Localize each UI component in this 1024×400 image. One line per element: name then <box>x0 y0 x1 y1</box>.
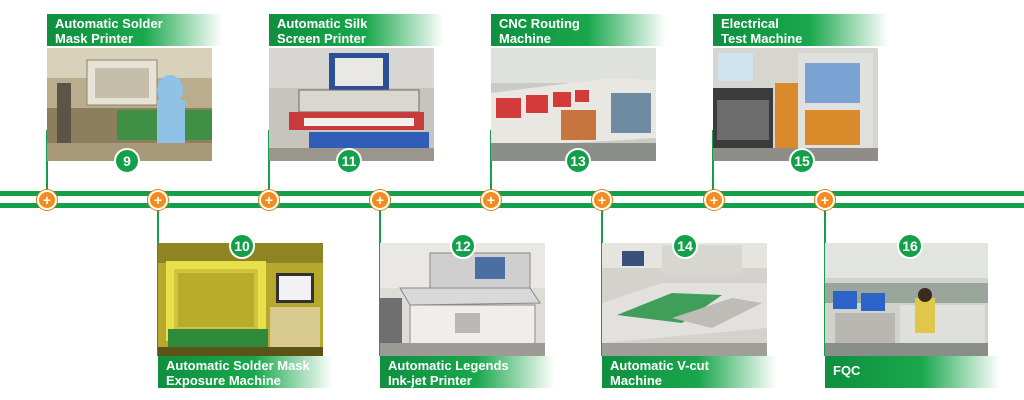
timeline-node-plus-icon: + <box>704 190 724 210</box>
step-photo <box>158 243 323 356</box>
step-number-badge: 10 <box>229 233 255 259</box>
step-photo <box>491 48 656 161</box>
step-card-13: CNC Routing Machine 13 <box>491 14 666 174</box>
step-card-14: 14 Automatic V-cut Machine <box>602 233 777 393</box>
step-card-11: Automatic Silk Screen Printer 11 <box>269 14 444 174</box>
step-title: Automatic Solder Mask Exposure Machine <box>158 356 333 388</box>
step-number-badge: 9 <box>114 148 140 174</box>
step-photo <box>269 48 434 161</box>
step-photo <box>825 243 988 356</box>
step-title: CNC Routing Machine <box>491 14 666 46</box>
step-title-line2: Machine <box>499 31 552 46</box>
step-title-line1: FQC <box>833 363 861 378</box>
stem-9 <box>46 130 48 192</box>
step-title-line2: Mask Printer <box>55 31 134 46</box>
step-number-badge: 14 <box>672 233 698 259</box>
step-title: Automatic Silk Screen Printer <box>269 14 444 46</box>
step-number-badge: 12 <box>450 233 476 259</box>
step-title-line2: Test Machine <box>721 31 803 46</box>
step-card-15: Electrical Test Machine 15 <box>713 14 888 174</box>
stem-11 <box>268 130 270 192</box>
step-title: Electrical Test Machine <box>713 14 888 46</box>
stem-13 <box>490 130 492 192</box>
step-number-badge: 13 <box>565 148 591 174</box>
timeline-node-plus-icon: + <box>37 190 57 210</box>
timeline-bar <box>0 191 1024 208</box>
step-photo <box>713 48 878 161</box>
step-title-line1: Electrical <box>721 16 779 31</box>
step-title: Automatic V-cut Machine <box>602 356 777 388</box>
step-card-12: 12 Automatic Legends Ink-jet Printer <box>380 233 555 393</box>
step-title-line1: Automatic Legends <box>388 358 509 373</box>
timeline-node-plus-icon: + <box>148 190 168 210</box>
step-title: Automatic Legends Ink-jet Printer <box>380 356 555 388</box>
step-photo <box>47 48 212 161</box>
timeline-node-plus-icon: + <box>481 190 501 210</box>
step-title: FQC <box>825 356 1000 388</box>
step-title-line1: Automatic Solder <box>55 16 163 31</box>
step-title-line2: Machine <box>610 373 663 388</box>
step-title-line2: Screen Printer <box>277 31 366 46</box>
step-photo <box>602 243 767 356</box>
step-title-line1: CNC Routing <box>499 16 580 31</box>
step-card-16: 16 FQC <box>825 233 1000 393</box>
timeline-node-plus-icon: + <box>592 190 612 210</box>
timeline-node-plus-icon: + <box>370 190 390 210</box>
step-number-badge: 15 <box>789 148 815 174</box>
step-title-line1: Automatic Silk <box>277 16 368 31</box>
step-photo <box>380 243 545 356</box>
step-title-line1: Automatic Solder Mask <box>166 358 310 373</box>
step-title-line2: Exposure Machine <box>166 373 281 388</box>
step-title-line2: Ink-jet Printer <box>388 373 472 388</box>
timeline-node-plus-icon: + <box>259 190 279 210</box>
step-number-badge: 16 <box>897 233 923 259</box>
step-title: Automatic Solder Mask Printer <box>47 14 222 46</box>
step-title-line1: Automatic V-cut <box>610 358 709 373</box>
step-card-9: Automatic Solder Mask Printer 9 <box>47 14 222 174</box>
stem-15 <box>712 130 714 192</box>
timeline-node-plus-icon: + <box>815 190 835 210</box>
step-card-10: 10 Automatic Solder Mask Exposure Machin… <box>158 233 333 393</box>
step-number-badge: 11 <box>336 148 362 174</box>
